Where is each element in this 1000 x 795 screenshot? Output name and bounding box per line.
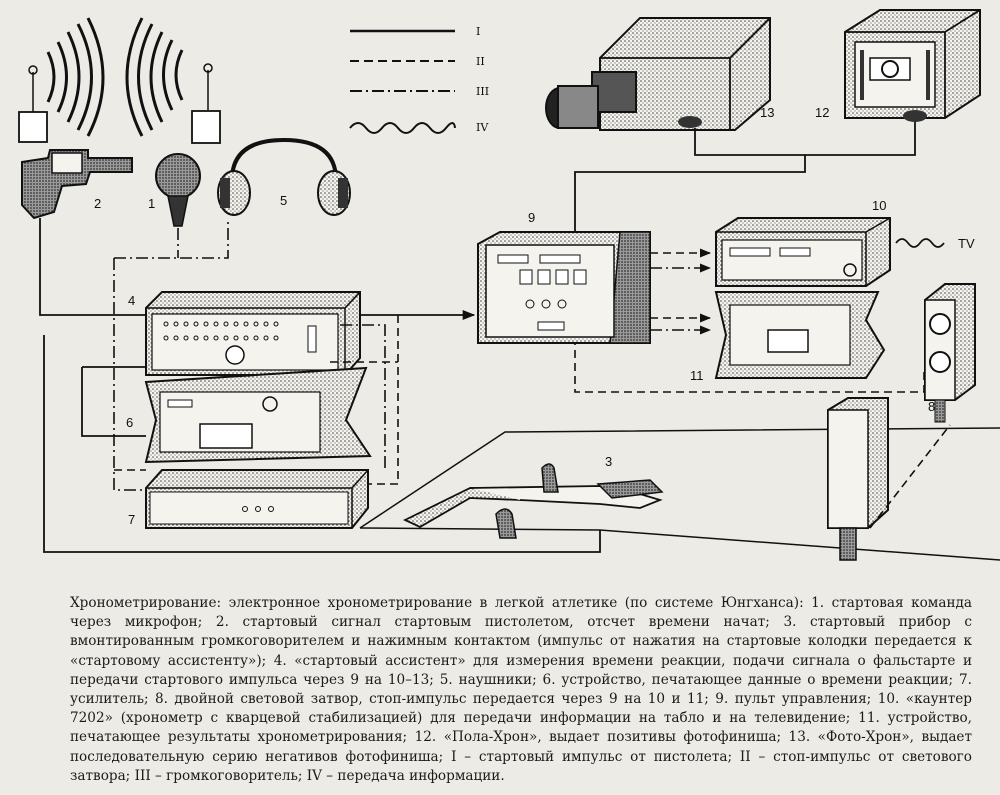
label-7: 7 [128,512,135,527]
signal-lines-solid [39,218,601,553]
label-1: 1 [148,196,155,211]
polachron-camera [844,9,981,122]
counter-7202 [715,217,891,287]
label-12: 12 [815,105,829,120]
label-11: 11 [690,368,704,383]
finish-post [827,397,889,561]
label-3: 3 [605,454,612,469]
starting-assistant [145,291,361,376]
legend-label-3: III [476,85,489,98]
reaction-time-printer [144,366,372,464]
label-8: 8 [928,399,935,414]
legend: I II III IV [349,25,489,134]
starting-block [402,463,664,539]
figure-caption: Хронометрирование: электронное хронометр… [70,595,972,784]
microphone [155,153,201,227]
light-barrier [924,283,976,423]
label-10: 10 [872,198,886,213]
photo-chron-camera [545,17,771,131]
result-printer [714,291,886,379]
camera-links [574,122,916,238]
label-2: 2 [94,196,101,211]
label-4: 4 [128,293,135,308]
label-13: 13 [760,105,774,120]
headphones [217,137,351,216]
legend-label-1: I [476,25,480,38]
timing-system-diagram: I II III IV 2 1 5 [18,9,1000,561]
legend-label-2: II [476,55,485,68]
tv-signal-wave [895,238,945,248]
label-9: 9 [528,210,535,225]
legend-label-4: IV [476,121,489,134]
label-tv: TV [958,236,975,251]
radio-transmitter-left [18,17,105,143]
label-6: 6 [126,415,133,430]
signal-lines-dashed [114,248,951,529]
amplifier [145,469,369,529]
label-5: 5 [280,193,287,208]
signal-lines-dash-dot [113,218,712,491]
radio-transmitter-right [125,17,221,144]
control-panel [477,231,651,344]
starter-pistol [21,149,133,220]
